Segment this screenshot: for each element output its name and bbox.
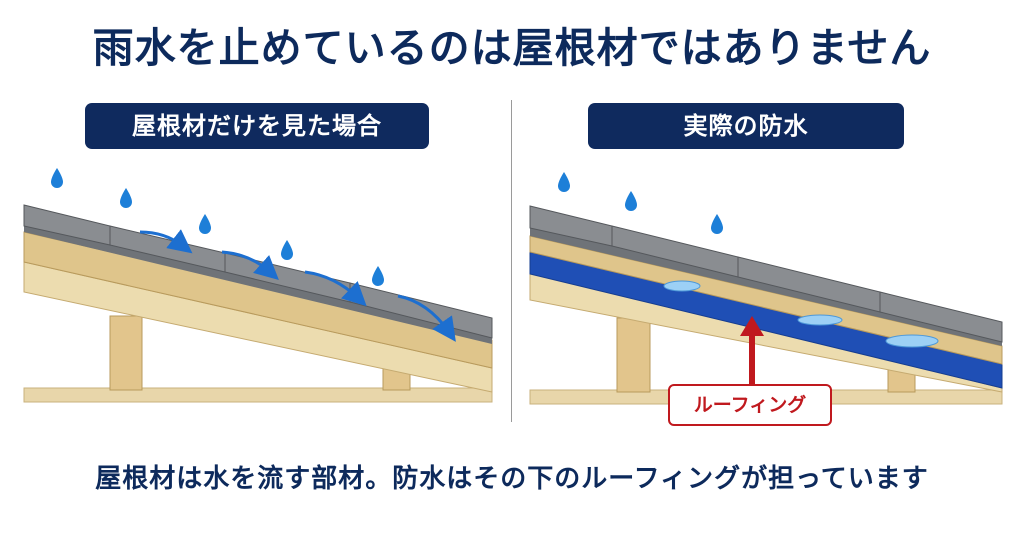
right-sheathing — [529, 235, 1003, 365]
right-post-1 — [616, 317, 651, 393]
flow-arrow-icon — [221, 250, 279, 281]
raindrop-icon — [711, 214, 723, 234]
raindrop-icon — [372, 266, 384, 286]
right-shingle-4 — [879, 291, 1003, 343]
raindrop-icon — [51, 168, 63, 188]
up-arrow-head — [740, 316, 764, 336]
left-floor-beam — [23, 387, 493, 403]
left-post-1 — [109, 315, 143, 391]
raindrop-icon — [199, 214, 211, 234]
panel-label-actual-waterproofing: 実際の防水 — [588, 103, 904, 149]
flow-arrow-icon — [139, 229, 193, 254]
page-title: 雨水を止めているのは屋根材ではありません — [92, 24, 932, 72]
bottom-caption: 屋根材は水を流す部材。防水はその下のルーフィングが担っています — [95, 464, 929, 494]
raindrop-icon — [558, 172, 570, 192]
water-puddle — [663, 280, 701, 292]
water-puddle — [797, 314, 843, 326]
flow-arrow-icon — [304, 270, 367, 307]
roofing-callout-label: ルーフィング — [668, 384, 832, 426]
raindrop-icon — [625, 191, 637, 211]
left-roof-section — [23, 168, 493, 403]
raindrop-icon — [281, 240, 293, 260]
raindrop-icon — [120, 188, 132, 208]
water-puddle — [885, 334, 939, 348]
panel-divider — [511, 100, 512, 422]
flow-arrow-icon — [397, 294, 456, 342]
panel-label-roof-only: 屋根材だけを見た場合 — [85, 103, 429, 149]
right-roof-section — [529, 172, 1003, 405]
